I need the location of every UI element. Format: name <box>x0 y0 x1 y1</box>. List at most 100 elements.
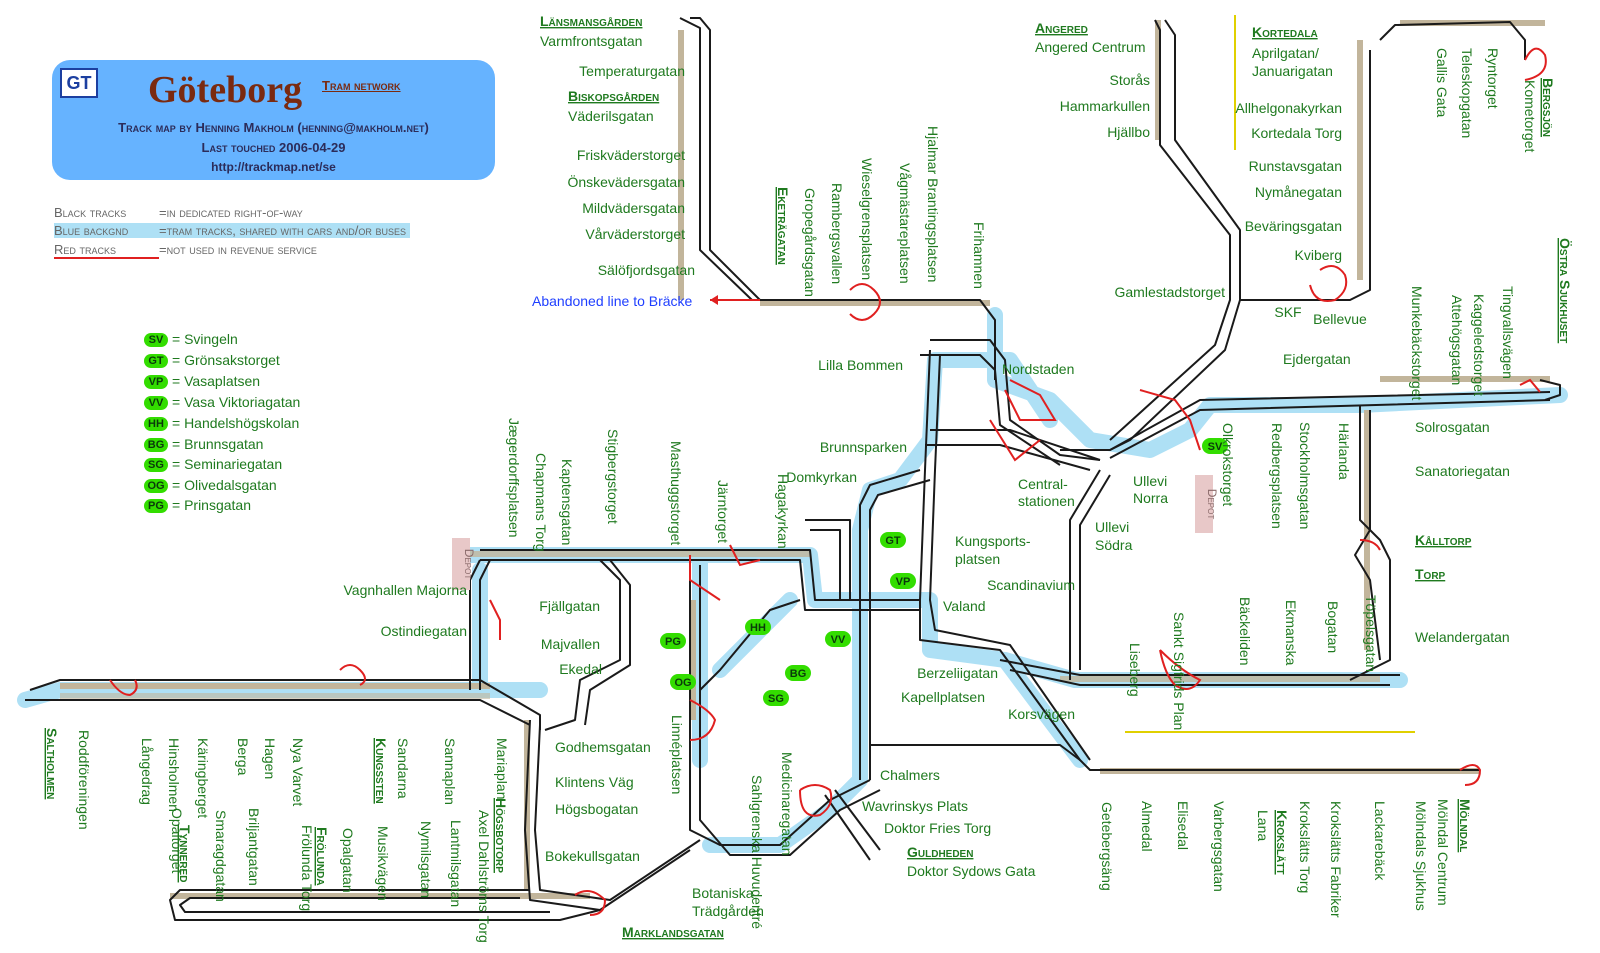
abbr-name: = Brunnsgatan <box>172 436 264 452</box>
track-brunnsparken <box>930 429 1101 461</box>
station-label: Valand <box>943 598 986 614</box>
red-loop-bergsjon <box>1524 47 1547 81</box>
pill-gt <box>880 532 906 548</box>
station-label-vertical: Gallis Gata <box>1434 48 1450 117</box>
station-label-vertical: Roddföreningen <box>76 730 92 830</box>
red-brunnsparken <box>989 419 1041 462</box>
legend-value: =tram tracks, shared with cars and/or bu… <box>159 223 407 238</box>
station-label-vertical: Hagakyrkan <box>775 474 791 549</box>
abbr-legend-hh: HH= Handelshögskolan <box>144 415 299 435</box>
title-box: GT Göteborg Tram network Track map by He… <box>52 60 495 180</box>
red-loop-wieselgren <box>849 283 881 321</box>
station-label-vertical: Munkebäckstorget <box>1409 286 1425 401</box>
station-label-vertical: Berga <box>235 738 251 776</box>
track-hogsbo <box>524 719 691 911</box>
track-kungsports-east <box>999 659 1400 676</box>
station-label: Storås <box>1110 72 1150 88</box>
author-line: Track map by Henning Makholm (henning@ma… <box>118 120 429 135</box>
pill-og <box>670 674 696 690</box>
track-ullevi-sodra <box>1069 469 1101 680</box>
station-label-vertical: Vågmästareplatsen <box>897 163 913 284</box>
station-label: Torp <box>1415 566 1446 582</box>
station-label: Önskevädersgatan <box>567 173 685 190</box>
platform-strip-frolunda <box>170 893 590 899</box>
legend-value: =not used in revenue service <box>159 242 317 257</box>
track-fjallgatan <box>544 559 621 731</box>
station-label-vertical: Kungssten <box>373 738 389 804</box>
legend-key: Blue backgnd <box>54 223 129 238</box>
station-label: Klintens Väg <box>555 774 634 790</box>
station-label-vertical: Töpelsgatan <box>1363 595 1379 672</box>
station-label-vertical: Nymilsgatan <box>418 821 434 898</box>
pill-og-text: OG <box>674 677 691 689</box>
station-label: Hammarkullen <box>1060 98 1150 114</box>
station-label: Kortedala Torg <box>1251 125 1342 141</box>
track-torp-loop-b <box>1354 410 1381 661</box>
track-central-loop <box>930 339 1101 461</box>
red-nordstaden <box>1004 379 1057 421</box>
station-label: Norra <box>1133 490 1168 506</box>
station-label-vertical: Axel Dahlströms Torg <box>476 810 492 943</box>
station-label: Kviberg <box>1295 247 1342 263</box>
station-label: Temperaturgatan <box>579 63 685 79</box>
construction-lines <box>1125 15 1415 733</box>
station-label: Kålltorp <box>1415 532 1472 548</box>
platform-strip-linne <box>690 600 696 720</box>
abbr-name: = Olivedalsgatan <box>172 477 277 493</box>
pill-hh <box>745 619 771 635</box>
track-west-coast-b <box>25 699 531 726</box>
station-label: Vårväderstorget <box>585 226 685 242</box>
station-label-vertical: Kaptensgatan <box>559 459 575 545</box>
abbr-legend-gt: GT= Grönsakstorget <box>144 352 280 372</box>
abbr-legend-bg: BG = Brunnsgatan <box>144 436 263 456</box>
abbr-name: = Vasaplatsen <box>172 373 261 389</box>
station-label: Welandergatan <box>1415 629 1510 645</box>
station-label: Fjällgatan <box>539 598 600 614</box>
station-label: Korsvägen <box>1008 706 1075 722</box>
station-label: Januarigatan <box>1252 63 1333 79</box>
station-label: stationen <box>1018 493 1075 509</box>
station-label-vertical: Getebergsäng <box>1099 802 1115 891</box>
station-label-vertical: Varbergsgatan <box>1211 801 1227 892</box>
red-loop-chalmers <box>799 784 833 817</box>
station-label: Gamlestadstorget <box>1115 284 1226 300</box>
station-label-vertical: Krokslätt <box>1274 810 1290 875</box>
station-label: Sälöfjordsgatan <box>598 262 695 278</box>
map-title: Göteborg <box>148 69 303 111</box>
red-loop-hinsholm <box>339 664 366 686</box>
pill-vv-text: VV <box>831 634 846 646</box>
source-url[interactable]: http://trackmap.net/se <box>211 160 336 174</box>
platform-strip-east-main <box>1060 676 1380 682</box>
station-label-vertical: Mölndal <box>1457 799 1473 852</box>
abandoned-arrow <box>710 295 718 305</box>
station-label-vertical: Briljantgatan <box>246 808 262 886</box>
pill-gt-text: GT <box>885 535 901 547</box>
station-label: Lilla Bommen <box>818 357 903 373</box>
abbr-pill: BG <box>144 438 168 453</box>
station-label: Central- <box>1018 476 1068 492</box>
red-loop-west <box>109 679 138 697</box>
depot-label-majorna: Depot <box>462 549 476 580</box>
red-loop-molndal <box>1459 764 1482 786</box>
station-label: Vagnhallen Majorna <box>344 582 468 598</box>
pill-sv <box>1202 438 1228 454</box>
station-label: SKF <box>1274 304 1301 320</box>
track-torp-loop <box>1349 405 1391 681</box>
track-domkyrkan <box>859 469 921 780</box>
station-label: Godhemsgatan <box>555 739 651 755</box>
station-label: Solrosgatan <box>1415 419 1490 435</box>
station-label-vertical: Kaggeledstorget <box>1471 294 1487 396</box>
station-label-vertical: Frihamnen <box>971 222 987 289</box>
station-label-vertical: Mölndal Centrum <box>1435 799 1451 906</box>
station-label-vertical: Högsbotorp <box>493 798 509 873</box>
station-label: Bellevue <box>1313 311 1367 327</box>
station-label: Kortedala <box>1252 24 1318 40</box>
tracks <box>25 17 1561 921</box>
station-label-vertical: Hjalmar Brantingsplatsen <box>925 126 941 282</box>
platform-strip-biskops <box>678 30 684 300</box>
station-label: Ullevi <box>1095 519 1129 535</box>
shared-bg-west-coast <box>17 682 548 708</box>
station-label: Södra <box>1095 537 1133 553</box>
pill-vp-text: VP <box>896 576 911 588</box>
